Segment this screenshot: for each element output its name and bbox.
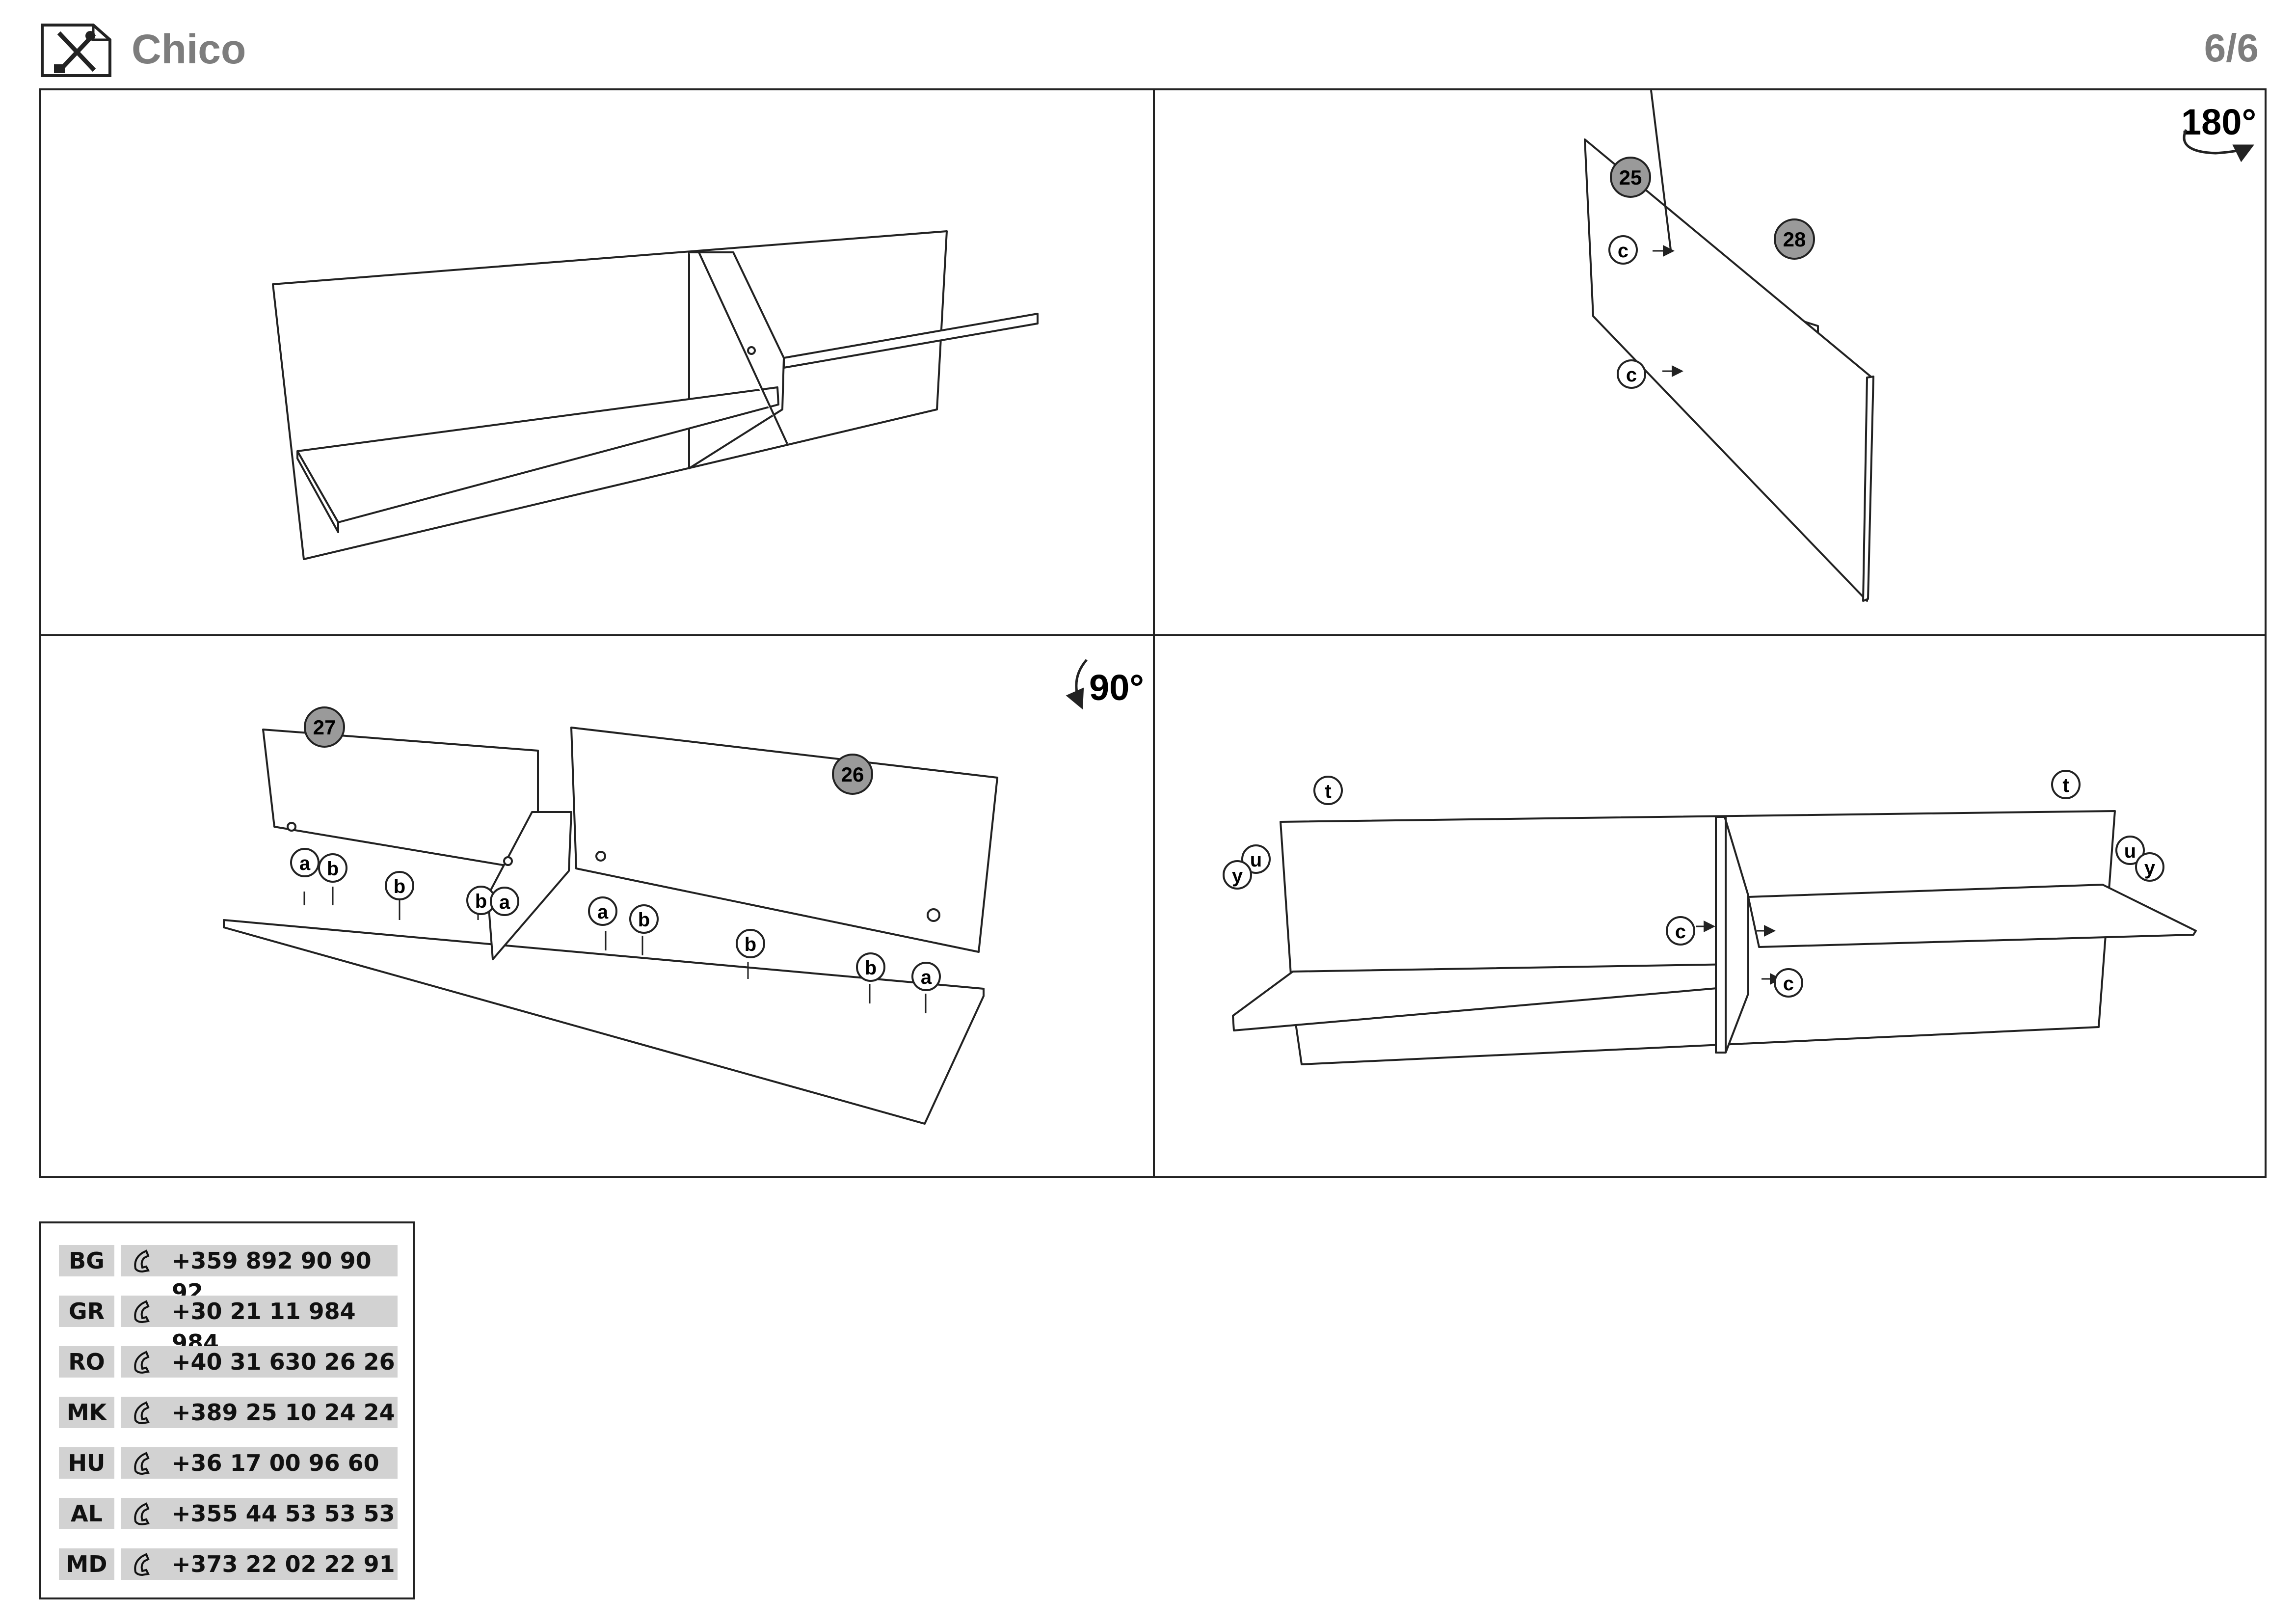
svg-text:a: a xyxy=(499,892,510,913)
fitting-label-b: b xyxy=(856,952,885,982)
country-code: BG xyxy=(59,1245,114,1276)
phone-number: +355 44 53 53 53 xyxy=(172,1500,395,1527)
part-badge-27: 27 xyxy=(304,706,345,748)
part-badge-25: 25 xyxy=(1610,157,1651,198)
svg-text:y: y xyxy=(1232,865,1243,887)
fitting-label-y: y xyxy=(1223,860,1252,890)
svg-text:b: b xyxy=(638,909,650,931)
svg-text:y: y xyxy=(2144,857,2156,879)
fitting-label-b: b xyxy=(629,904,659,934)
phone-icon xyxy=(134,1452,150,1475)
country-code: RO xyxy=(59,1346,114,1378)
panel-2-side-panel-drawing xyxy=(1584,90,1874,602)
fitting-label-c: c xyxy=(1666,916,1695,946)
rotation-label-90: 90° xyxy=(1089,667,1144,708)
contact-row: MK +389 25 10 24 24 xyxy=(59,1397,398,1428)
svg-text:b: b xyxy=(475,891,487,912)
country-code: MD xyxy=(59,1548,114,1580)
svg-text:26: 26 xyxy=(841,763,864,786)
fitting-label-t: t xyxy=(2051,770,2081,799)
rotation-label-180: 180° xyxy=(2181,102,2256,142)
svg-text:t: t xyxy=(2062,775,2069,796)
svg-text:b: b xyxy=(865,957,877,979)
phone-field: +355 44 53 53 53 xyxy=(121,1498,398,1529)
contact-row: HU +36 17 00 96 60 xyxy=(59,1447,398,1479)
fitting-label-a: a xyxy=(911,962,941,991)
panel-1-shelf-drawing xyxy=(272,230,1039,560)
phone-number: +373 22 02 22 91 xyxy=(172,1551,395,1577)
page-number: 6/6 xyxy=(2204,26,2259,70)
assembly-diagram: 180° 25 28 c c xyxy=(41,90,2265,1176)
country-code: AL xyxy=(59,1498,114,1529)
phone-icon xyxy=(134,1553,150,1576)
fitting-label-b: b xyxy=(318,853,347,883)
fitting-label-b: b xyxy=(736,929,765,958)
phone-number: +30 21 11 984 984 xyxy=(172,1298,356,1356)
svg-text:a: a xyxy=(921,967,932,988)
tools-icon xyxy=(41,24,111,77)
phone-number: +389 25 10 24 24 xyxy=(172,1399,395,1426)
panel-4-assembled-drawing xyxy=(1232,810,2197,1065)
fitting-label-a: a xyxy=(490,887,519,916)
phone-icon xyxy=(134,1249,150,1272)
part-badge-26: 26 xyxy=(832,754,873,795)
fitting-label-c: c xyxy=(1774,968,1803,998)
phone-number: +36 17 00 96 60 xyxy=(172,1450,379,1476)
svg-text:28: 28 xyxy=(1783,228,1806,251)
svg-text:c: c xyxy=(1675,921,1686,943)
contact-row: BG +359 892 90 90 92 xyxy=(59,1245,398,1305)
contact-row: AL +355 44 53 53 53 xyxy=(59,1498,398,1529)
phone-field: +359 892 90 90 92 xyxy=(121,1245,398,1305)
phone-number: +40 31 630 26 26 xyxy=(172,1349,395,1375)
rotate-180-indicator: 180° xyxy=(2181,102,2256,162)
svg-text:b: b xyxy=(327,858,339,880)
fitting-label-a: a xyxy=(588,896,617,926)
fitting-label-a: a xyxy=(290,848,320,877)
svg-text:a: a xyxy=(299,853,311,874)
country-code: MK xyxy=(59,1397,114,1428)
contact-row: RO +40 31 630 26 26 xyxy=(59,1346,398,1378)
fitting-label-u: u xyxy=(2115,836,2145,865)
rotate-90-indicator: 90° xyxy=(1066,659,1144,710)
contact-box: BG +359 892 90 90 92 GR +30 21 11 984 98… xyxy=(39,1221,415,1599)
phone-field: +40 31 630 26 26 xyxy=(121,1346,398,1378)
page-title: Chico xyxy=(132,26,246,72)
phone-icon xyxy=(134,1401,150,1424)
contact-row: GR +30 21 11 984 984 xyxy=(59,1296,398,1356)
fitting-label-y: y xyxy=(2135,852,2164,882)
fitting-label-c: c xyxy=(1617,359,1646,389)
phone-icon xyxy=(134,1502,150,1525)
svg-text:c: c xyxy=(1783,973,1794,995)
svg-text:u: u xyxy=(1250,849,1262,871)
fitting-label-t: t xyxy=(1313,776,1343,805)
phone-field: +30 21 11 984 984 xyxy=(121,1296,398,1356)
phone-field: +373 22 02 22 91 xyxy=(121,1548,398,1580)
svg-text:u: u xyxy=(2124,840,2136,862)
contact-row: MD +373 22 02 22 91 xyxy=(59,1548,398,1580)
svg-text:c: c xyxy=(1618,240,1629,262)
country-code: HU xyxy=(59,1447,114,1479)
fitting-label-b: b xyxy=(385,871,414,900)
phone-field: +389 25 10 24 24 xyxy=(121,1397,398,1428)
svg-text:27: 27 xyxy=(313,716,336,739)
svg-text:a: a xyxy=(597,901,609,923)
fitting-label-c: c xyxy=(1608,235,1638,265)
svg-text:b: b xyxy=(745,934,756,955)
svg-text:c: c xyxy=(1626,364,1637,386)
svg-text:b: b xyxy=(394,876,405,897)
country-code: GR xyxy=(59,1296,114,1327)
svg-text:25: 25 xyxy=(1619,166,1642,189)
phone-icon xyxy=(134,1300,150,1323)
part-badge-28: 28 xyxy=(1774,218,1815,260)
fitting-label-b: b xyxy=(466,886,496,915)
phone-icon xyxy=(134,1351,150,1374)
phone-field: +36 17 00 96 60 xyxy=(121,1447,398,1479)
panel-3-parts-drawing xyxy=(223,727,998,1125)
svg-text:t: t xyxy=(1325,781,1331,802)
instruction-grid: 180° 25 28 c c xyxy=(39,88,2267,1178)
